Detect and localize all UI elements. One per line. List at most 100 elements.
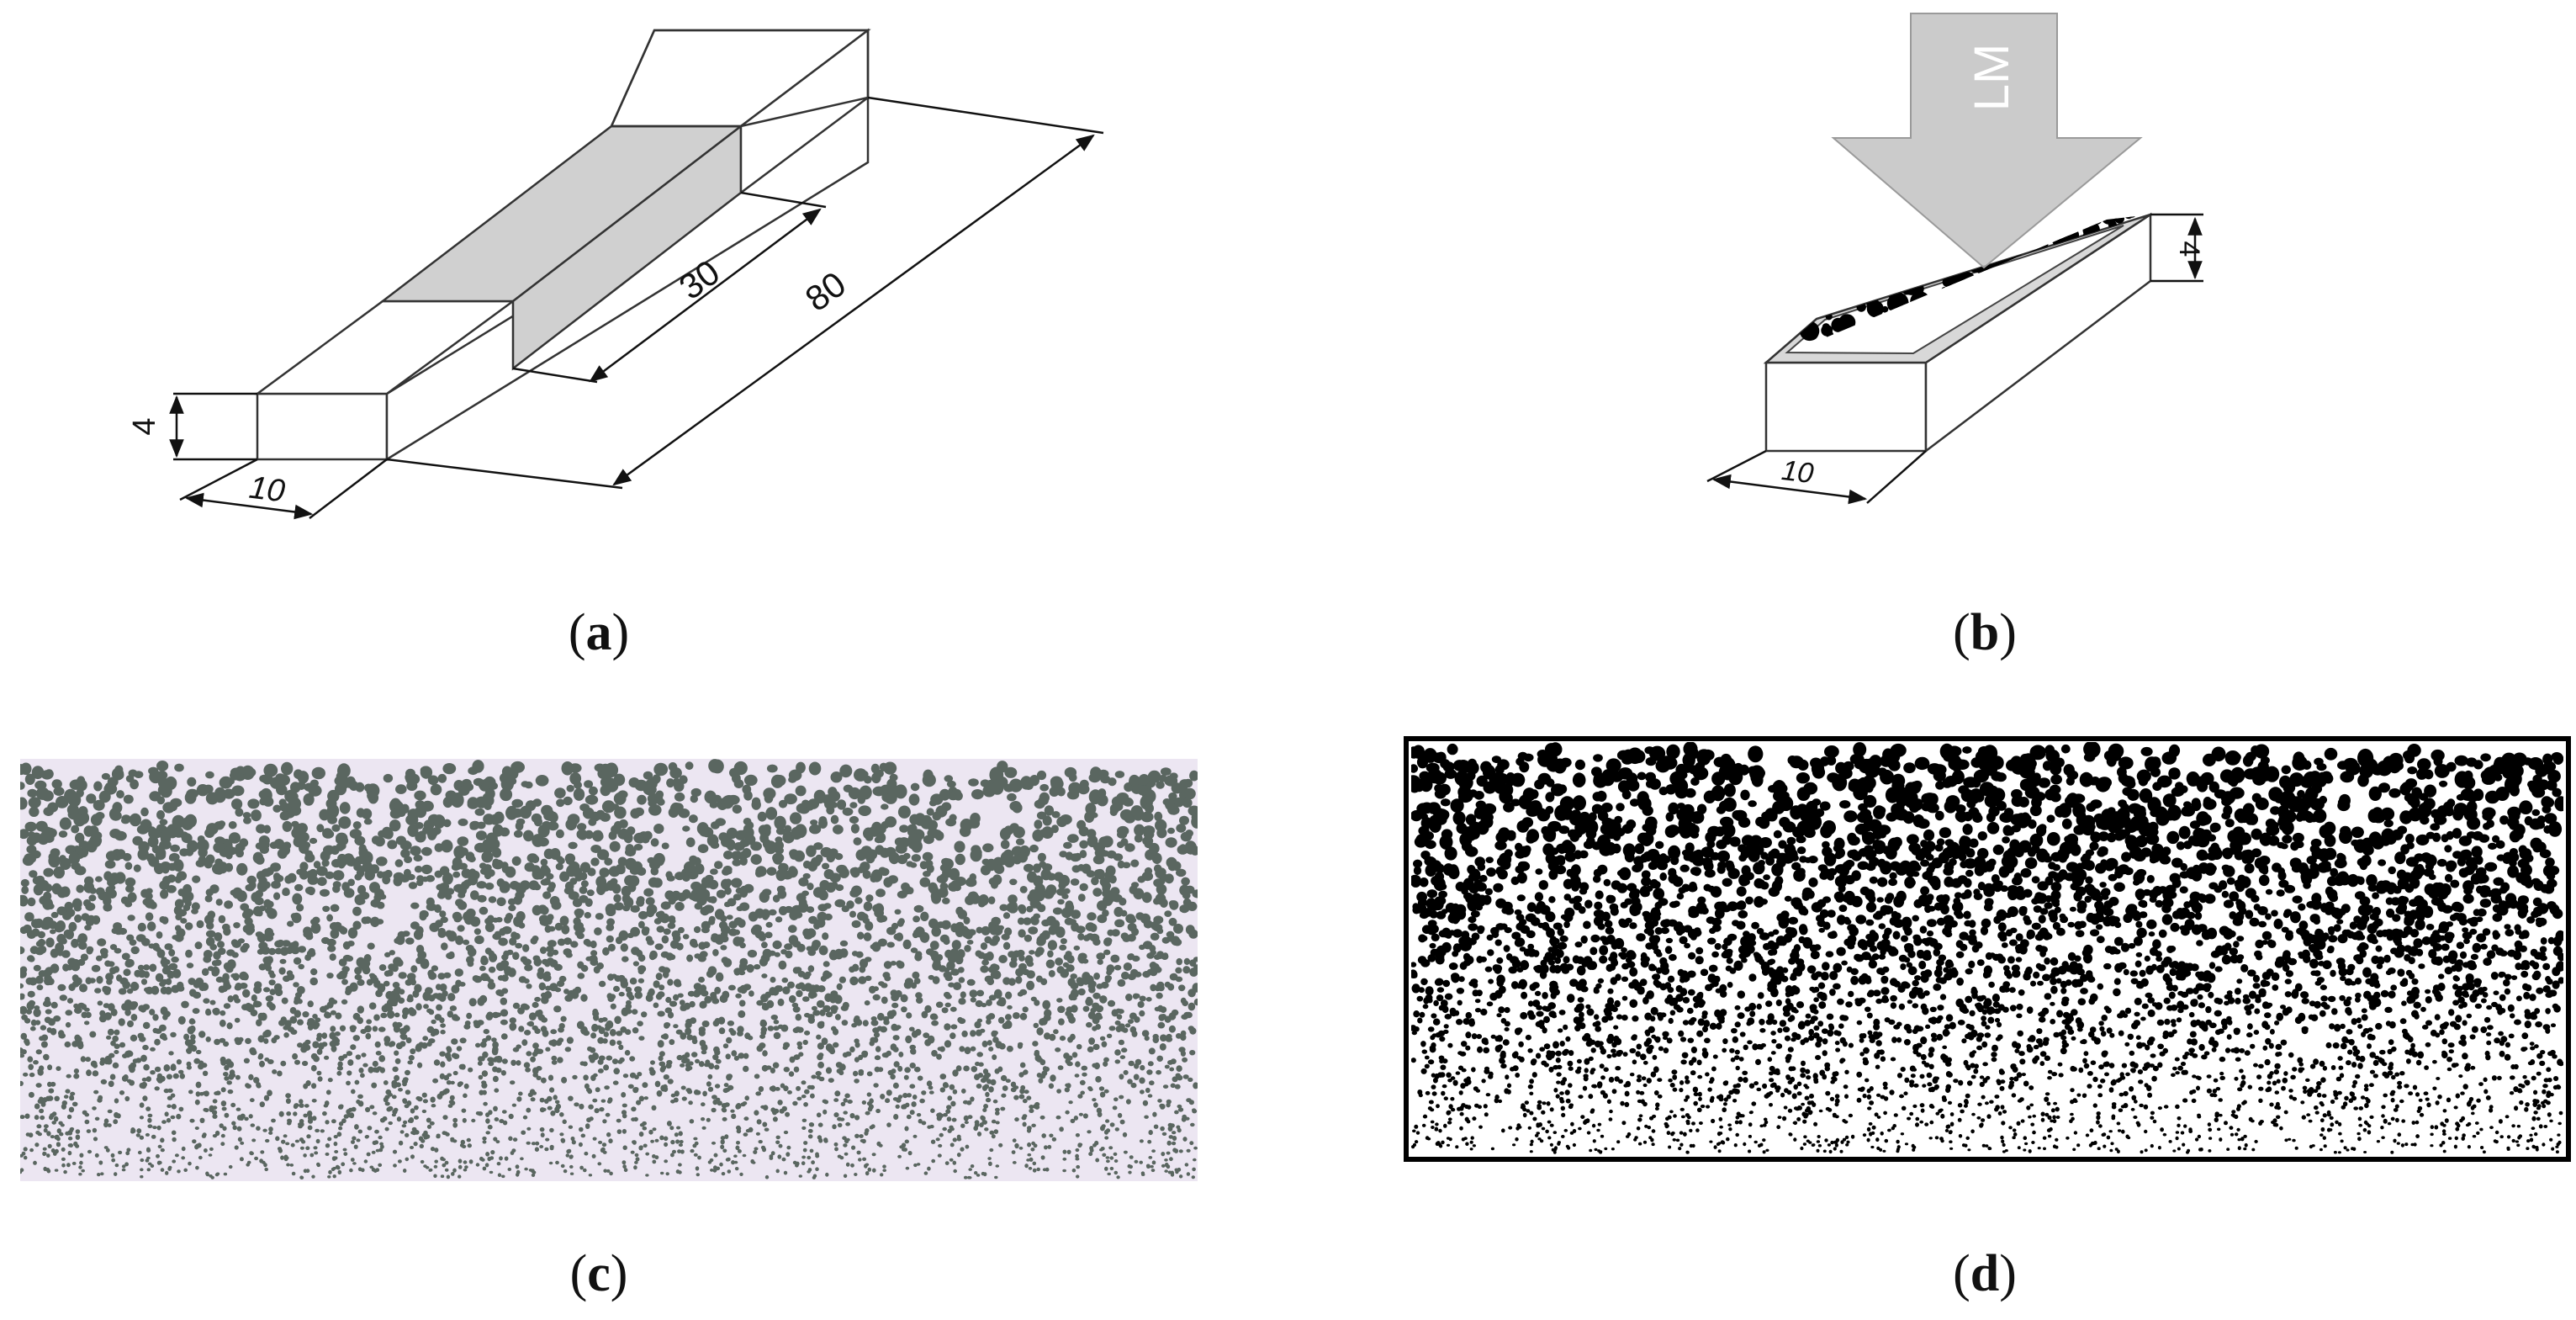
micrograph-particle xyxy=(622,1073,629,1079)
micrograph-particle xyxy=(414,1115,419,1120)
micrograph-particle xyxy=(265,965,272,972)
micrograph-particle xyxy=(668,915,676,922)
micrograph-particle xyxy=(902,939,912,950)
micrograph-particle xyxy=(576,1020,584,1030)
micrograph-particle xyxy=(29,1026,36,1031)
micrograph-particle xyxy=(1007,1005,1013,1010)
micrograph-particle xyxy=(109,944,118,951)
micrograph-particle xyxy=(711,1141,717,1145)
micrograph-particle xyxy=(455,899,464,907)
micrograph-particle xyxy=(1088,1011,1096,1020)
micrograph-particle xyxy=(714,1084,721,1089)
micrograph-particle xyxy=(113,922,123,930)
micrograph-particle xyxy=(507,898,516,906)
micrograph-particle xyxy=(744,834,756,846)
micrograph-particle xyxy=(634,1153,639,1158)
micrograph-particle xyxy=(1065,1010,1071,1017)
micrograph-particle xyxy=(1085,922,1096,931)
micrograph-particle xyxy=(762,948,772,959)
micrograph-particle xyxy=(20,878,29,888)
micrograph-particle xyxy=(468,1067,473,1073)
micrograph-particle xyxy=(329,922,340,930)
micrograph-particle xyxy=(939,863,949,872)
micrograph-particle xyxy=(688,892,699,901)
micrograph-particle xyxy=(149,963,157,973)
micrograph-particle xyxy=(309,837,318,845)
micrograph-particle xyxy=(931,1158,936,1164)
lm-arrow-label: LM xyxy=(1965,44,2019,112)
micrograph-particle xyxy=(622,1164,627,1169)
micrograph-particle xyxy=(993,1129,999,1134)
micrograph-particle xyxy=(737,1149,742,1153)
micrograph-particle xyxy=(684,1058,690,1063)
micrograph-particle xyxy=(628,777,640,788)
micrograph-particle xyxy=(896,1097,902,1103)
micrograph-particle xyxy=(378,1026,386,1032)
micrograph-particle xyxy=(964,1121,969,1125)
micrograph-particle xyxy=(1013,1095,1019,1100)
micrograph-particle xyxy=(833,1098,839,1102)
micrograph-particle xyxy=(650,1060,655,1065)
micrograph-particle xyxy=(638,1095,645,1102)
micrograph-particle xyxy=(487,1124,493,1130)
micrograph-particle xyxy=(421,864,433,875)
micrograph-particle xyxy=(479,1041,487,1048)
micrograph-particle xyxy=(793,1066,800,1073)
micrograph-particle xyxy=(871,1153,876,1157)
micrograph-particle xyxy=(114,1163,119,1168)
micrograph-particle xyxy=(770,1015,778,1020)
micrograph-particle xyxy=(97,1173,101,1177)
micrograph-particle xyxy=(126,1050,133,1056)
micrograph-particle xyxy=(951,1117,957,1122)
micrograph-particle xyxy=(812,1175,817,1180)
micrograph-particle xyxy=(762,1121,768,1127)
micrograph-particle xyxy=(1176,824,1187,833)
micrograph-particle xyxy=(430,783,442,796)
micrograph-particle xyxy=(676,1126,681,1130)
micrograph-particle xyxy=(467,947,477,957)
micrograph-particle xyxy=(565,857,574,865)
micrograph-particle xyxy=(762,912,770,920)
micrograph-particle xyxy=(726,1036,733,1044)
micrograph-particle xyxy=(166,1117,172,1123)
micrograph-particle xyxy=(678,1131,683,1137)
micrograph-particle xyxy=(577,973,585,979)
micrograph-particle xyxy=(963,1065,970,1072)
micrograph-particle xyxy=(202,1091,208,1095)
micrograph-particle xyxy=(701,1102,706,1107)
micrograph-particle xyxy=(1164,1015,1172,1023)
micrograph-particle xyxy=(1042,999,1051,1010)
micrograph-particle xyxy=(71,824,80,834)
micrograph-particle xyxy=(299,1146,304,1150)
micrograph-particle xyxy=(720,1139,725,1145)
micrograph-particle xyxy=(184,791,197,804)
micrograph-particle xyxy=(935,805,948,818)
micrograph-particle xyxy=(669,1039,675,1046)
micrograph-particle xyxy=(722,990,730,999)
micrograph-particle xyxy=(613,773,626,787)
micrograph-particle xyxy=(482,1089,487,1095)
micrograph-particle xyxy=(981,959,989,966)
micrograph-particle xyxy=(812,940,821,949)
micrograph-particle xyxy=(338,1121,344,1127)
micrograph-particle xyxy=(446,1046,452,1052)
micrograph-particle xyxy=(171,956,179,963)
micrograph-particle xyxy=(554,1108,560,1114)
micrograph-particle xyxy=(691,1052,698,1058)
micrograph-particle xyxy=(1171,1009,1179,1016)
micrograph-particle xyxy=(588,786,598,796)
micrograph-particle xyxy=(429,1121,435,1126)
micrograph-particle xyxy=(27,788,38,798)
micrograph-particle xyxy=(176,1059,182,1065)
micrograph-particle xyxy=(516,911,526,922)
micrograph-particle xyxy=(1124,843,1135,852)
micrograph-particle xyxy=(775,1169,780,1174)
micrograph-particle xyxy=(579,872,588,881)
micrograph-particle xyxy=(168,802,178,812)
micrograph-particle xyxy=(760,1026,768,1033)
micrograph-particle xyxy=(655,993,663,1000)
micrograph-particle xyxy=(404,1104,410,1109)
micrograph-particle xyxy=(1018,1146,1024,1150)
micrograph-particle xyxy=(733,936,743,946)
micrograph-particle xyxy=(931,952,939,962)
